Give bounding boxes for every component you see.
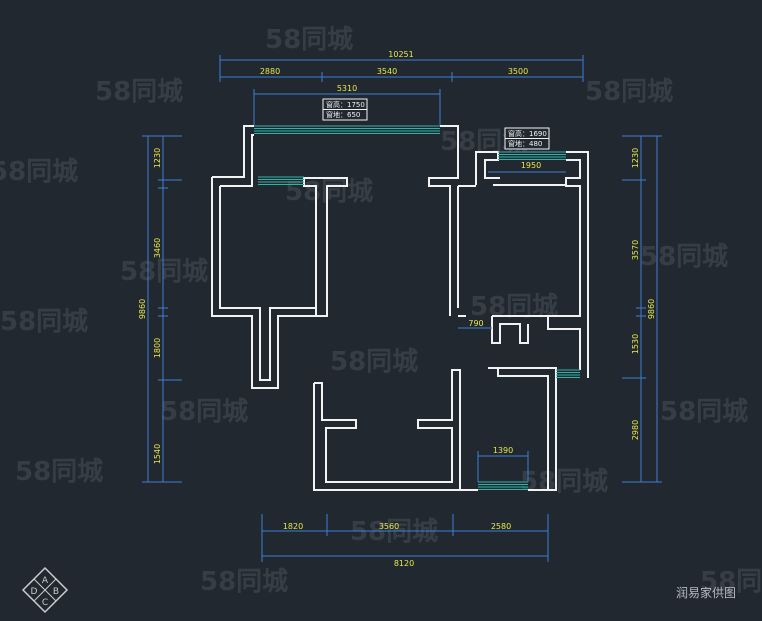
abcd-logo: A B C D xyxy=(21,566,69,614)
bottom-dimensions: 1820 3560 2580 8120 xyxy=(261,514,549,568)
dim-bottom-3: 2580 xyxy=(491,522,511,531)
dim-top-total: 10251 xyxy=(388,50,413,59)
brand-credit: 润易家供图 xyxy=(675,586,736,600)
watermark: 58同城 xyxy=(520,467,608,497)
windows xyxy=(254,125,580,490)
dim-right-4: 2980 xyxy=(631,420,640,440)
watermark: 58同城 xyxy=(0,307,88,337)
dim-window-top: 5310 xyxy=(337,84,357,93)
inner-dimensions: 1950 790 1390 xyxy=(458,161,566,482)
window-tag-1-height: 窗高：1750 xyxy=(326,100,365,109)
dim-left-1: 1230 xyxy=(153,148,162,168)
watermark: 58同城 xyxy=(585,77,673,107)
dim-bottom-1: 1820 xyxy=(283,522,303,531)
right-dimensions: 9860 1230 3570 1530 2980 xyxy=(622,135,662,483)
logo-letter-a: A xyxy=(42,576,49,586)
dim-right-3: 1530 xyxy=(631,334,640,354)
watermark: 58同城 xyxy=(700,567,762,597)
dim-top-2: 3540 xyxy=(377,67,397,76)
window-tag-1: 窗高：1750 窗地：650 xyxy=(322,98,368,121)
window-tag-2: 窗高：1690 窗地：480 xyxy=(504,127,550,150)
window-tag-1-sill: 窗地：650 xyxy=(326,110,360,119)
dim-top-3: 3500 xyxy=(508,67,528,76)
dim-right-1: 1230 xyxy=(631,148,640,168)
top-dimensions: 10251 2880 3540 3500 5310 xyxy=(219,50,584,125)
dim-inner-790: 790 xyxy=(468,319,483,328)
dim-inner-1390: 1390 xyxy=(493,446,513,455)
watermark: 58同城 xyxy=(660,397,748,427)
watermark: 58同城 xyxy=(640,242,728,272)
watermark: 58同城 xyxy=(350,517,438,547)
watermark: 58同城 xyxy=(330,347,418,377)
watermark: 58同城 xyxy=(120,257,208,287)
dim-left-4: 1540 xyxy=(153,444,162,464)
left-dimensions: 9860 1230 3460 1800 1540 xyxy=(138,135,182,483)
window-tag-2-height: 窗高：1690 xyxy=(508,129,547,138)
dim-right-2: 3570 xyxy=(631,240,640,260)
dim-bottom-2: 3560 xyxy=(379,522,399,531)
dim-left-2: 3460 xyxy=(153,238,162,258)
watermark: 58同城 xyxy=(15,457,103,487)
dim-left-total: 9860 xyxy=(138,299,147,319)
dim-right-total: 9860 xyxy=(647,299,656,319)
dim-top-1: 2880 xyxy=(260,67,280,76)
watermark: 58同城 xyxy=(265,25,353,55)
logo-letter-d: D xyxy=(31,587,38,597)
watermark: 58同城 xyxy=(0,157,78,187)
watermark: 58同城 xyxy=(160,397,248,427)
dim-inner-1950: 1950 xyxy=(521,161,541,170)
watermark: 58同城 xyxy=(470,292,558,322)
watermark: 58同城 xyxy=(200,567,288,597)
logo-letter-c: C xyxy=(42,598,48,608)
logo-letter-b: B xyxy=(53,587,59,597)
watermark: 58同城 xyxy=(95,77,183,107)
window-tag-2-sill: 窗地：480 xyxy=(508,139,542,148)
dim-left-3: 1800 xyxy=(153,338,162,358)
dim-bottom-total: 8120 xyxy=(394,559,414,568)
